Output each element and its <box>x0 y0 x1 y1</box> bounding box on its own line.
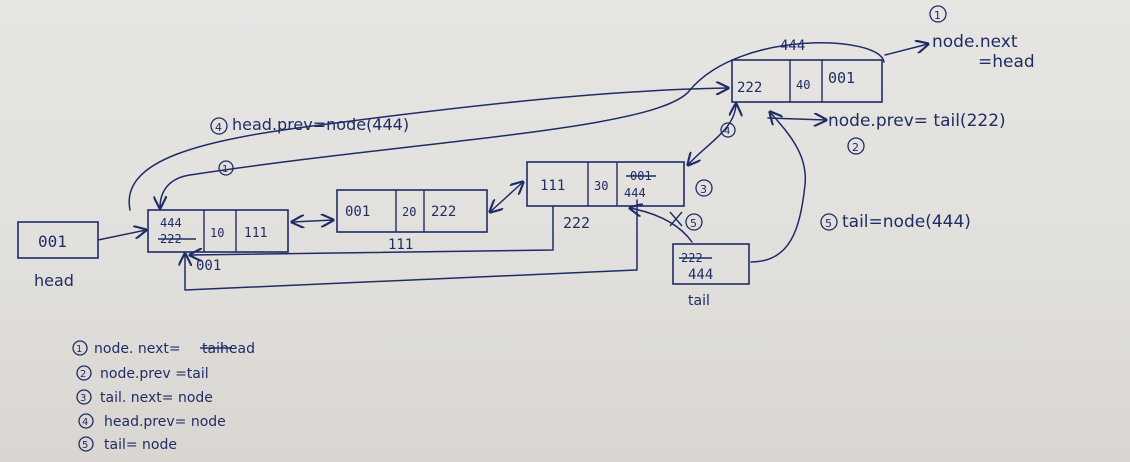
head-prev-arrow <box>128 88 728 211</box>
tail-label: tail <box>688 293 710 309</box>
legend-step-1-number: 1 <box>76 344 82 355</box>
annotation-1-line1: node.next <box>932 32 1018 52</box>
legend-step-3-text: tail. next= node <box>100 390 213 406</box>
head-pointer: 001 head <box>17 221 99 290</box>
tail-pointer: 222 444 tail <box>672 243 750 309</box>
node-001-prev: 444 <box>160 216 182 230</box>
legend-step-2-number: 2 <box>80 369 86 380</box>
annotation-1-mark: 1 <box>222 164 228 175</box>
node-444-next: 001 <box>828 69 855 87</box>
node-111-value: 20 <box>402 205 416 219</box>
annotation-1-number: 1 <box>934 9 941 22</box>
node-111-address: 111 <box>388 237 413 253</box>
old-tail-to-node-222-arrow <box>630 208 693 243</box>
node-444-next-to-node-001-arrow <box>160 42 885 208</box>
node-444: 222 40 001 444 <box>731 38 883 103</box>
head-value: 001 <box>38 232 67 251</box>
legend-step-2-text: node.prev =tail <box>100 366 209 382</box>
node-111-prev: 001 <box>345 204 370 220</box>
legend-step-1-tail: head <box>220 341 255 357</box>
node-444-prev: 222 <box>737 80 762 96</box>
node-444-address: 444 <box>780 38 805 54</box>
annotation-2-number: 2 <box>852 141 859 154</box>
legend-step-5: 5 tail= node <box>78 436 177 453</box>
annotation-5-number: 5 <box>825 217 832 230</box>
legend-step-4: 4 head.prev= node <box>78 413 226 430</box>
legend-step-3-number: 3 <box>80 393 86 404</box>
node-001: 444 222 10 111 001 <box>147 209 289 274</box>
node-222-address: 222 <box>563 214 590 232</box>
node-222: 111 30 001 444 222 <box>526 161 685 232</box>
pointer-arrows <box>97 42 928 291</box>
annotation-3-number: 3 <box>700 183 707 196</box>
legend-step-4-number: 4 <box>82 417 88 428</box>
node-001-address: 001 <box>196 258 221 274</box>
legend-step-3: 3 tail. next= node <box>76 389 213 406</box>
annotation-4-mark: 4 <box>724 126 730 137</box>
annotation-5-text: tail=node(444) <box>842 212 971 232</box>
annotation-1-arrow <box>884 44 928 56</box>
annotation-5-mark: 5 <box>690 217 697 230</box>
legend-step-5-number: 5 <box>82 440 88 451</box>
legend-step-5-text: tail= node <box>104 437 177 453</box>
annotation-1-line2: =head <box>978 52 1035 72</box>
steps-legend: 1 node. next= tail head 2 node.prev =tai… <box>72 340 255 453</box>
annotations: 1 node.next =head node.prev= tail(222) 2… <box>210 5 1035 232</box>
tail-box <box>672 243 750 285</box>
node-222-prev-arrow <box>190 205 554 255</box>
node-001-value: 10 <box>210 226 224 240</box>
tail-value: 444 <box>688 267 713 283</box>
legend-step-1: 1 node. next= tail head <box>72 340 255 357</box>
legend-step-1-struck: tail <box>202 341 224 357</box>
head-to-node-001-arrow <box>97 230 146 241</box>
node-111-box <box>336 189 488 233</box>
old-tail-loop-arrow <box>185 199 638 291</box>
node-001-next: 111 <box>244 226 267 241</box>
node-111: 001 20 222 111 <box>336 189 488 253</box>
node-001-111-arrow <box>292 220 333 222</box>
node-111-222-arrow <box>490 182 523 212</box>
node-222-444-arrow <box>688 104 736 165</box>
node-222-next: 444 <box>624 186 646 200</box>
legend-step-2: 2 node.prev =tail <box>76 365 209 382</box>
annotation-4-number: 4 <box>215 121 222 134</box>
legend-step-4-text: head.prev= node <box>104 414 226 430</box>
node-444-box <box>731 59 883 103</box>
node-444-value: 40 <box>796 78 810 92</box>
legend-step-1-text: node. next= <box>94 341 181 357</box>
node-222-prev: 111 <box>540 178 565 194</box>
node-222-value: 30 <box>594 179 608 193</box>
head-label: head <box>34 271 74 290</box>
node-222-box <box>526 161 685 207</box>
annotation-2-text: node.prev= tail(222) <box>828 111 1006 131</box>
annotation-2-arrow <box>767 118 826 120</box>
node-111-next: 222 <box>431 204 456 220</box>
tail-to-node-444-arrow <box>750 112 807 263</box>
annotation-4-text: head.prev=node(444) <box>232 115 409 134</box>
